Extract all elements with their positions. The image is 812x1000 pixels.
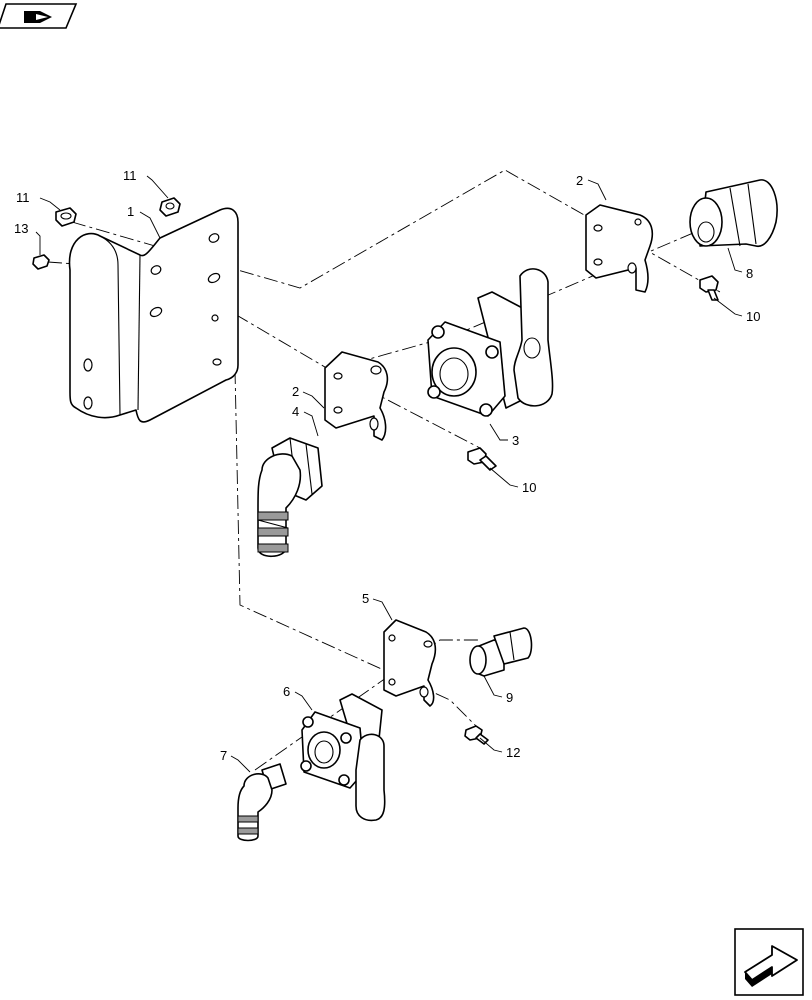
callouts: 1 11 11 13 2 2 4 3 8 10 10 5 9 6 12 7 xyxy=(14,168,760,763)
callout-13: 13 xyxy=(14,221,28,236)
ball-valve-part-3 xyxy=(427,268,554,417)
ball-valve-part-6 xyxy=(300,693,386,822)
bracket-part-2-upper xyxy=(585,204,654,293)
bolt-part-10-upper xyxy=(699,275,719,301)
leader-lines xyxy=(35,175,743,773)
straight-fitting-part-9 xyxy=(469,627,533,677)
bracket-part-5 xyxy=(383,619,437,707)
fitting-part-8 xyxy=(689,179,778,247)
elbow-fitting-part-7 xyxy=(237,763,287,842)
callout-7: 7 xyxy=(220,748,227,763)
bolt-part-12 xyxy=(464,725,489,745)
callout-3: 3 xyxy=(512,433,519,448)
bracket-part-2-middle xyxy=(324,351,389,441)
callout-10-lower: 10 xyxy=(522,480,536,495)
callout-4: 4 xyxy=(292,404,299,419)
callout-5: 5 xyxy=(362,591,369,606)
callout-1: 1 xyxy=(127,204,134,219)
callout-12: 12 xyxy=(506,745,520,760)
nut-part-11b xyxy=(159,197,181,217)
callout-11-left: 11 xyxy=(16,190,30,205)
callout-2-middle: 2 xyxy=(292,384,299,399)
callout-11-top: 11 xyxy=(123,168,137,183)
book-hand-icon xyxy=(0,3,78,29)
bolt-part-10-lower xyxy=(467,447,497,471)
elbow-fitting-part-4 xyxy=(257,437,323,558)
nut-part-13 xyxy=(32,254,50,270)
callout-6: 6 xyxy=(283,684,290,699)
callout-2-upper: 2 xyxy=(576,173,583,188)
nut-part-11a xyxy=(55,207,77,227)
callout-9: 9 xyxy=(506,690,513,705)
callout-10-upper: 10 xyxy=(746,309,760,324)
mounting-plate-part-1 xyxy=(68,207,239,423)
callout-8: 8 xyxy=(746,266,753,281)
next-page-arrow-icon[interactable] xyxy=(734,928,804,996)
